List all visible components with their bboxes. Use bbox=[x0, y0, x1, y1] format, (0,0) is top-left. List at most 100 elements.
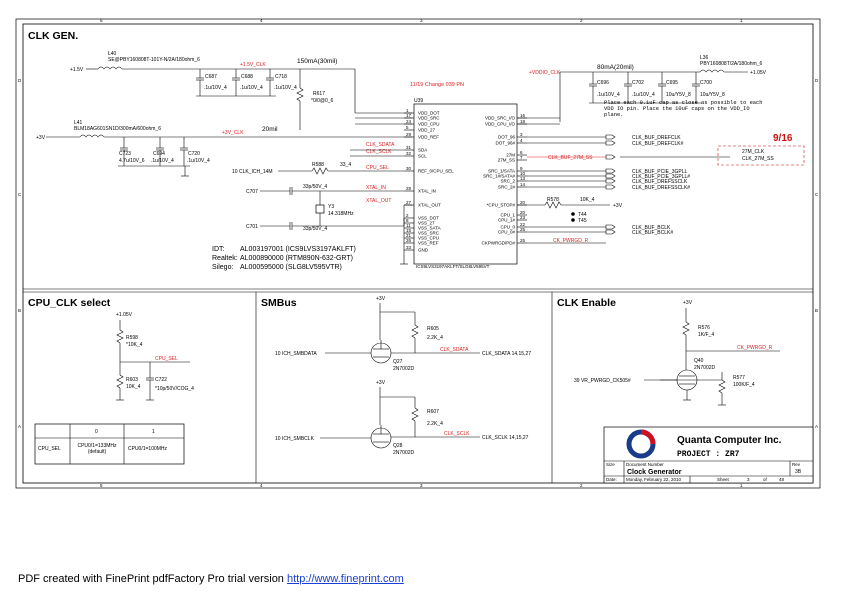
resistor-r576: R576 1K/F_4 bbox=[682, 321, 714, 338]
u39-pin-label: VSS_27 bbox=[418, 221, 435, 226]
svg-text:Silego:: Silego: bbox=[212, 264, 233, 271]
chip-u39-ref: U39 bbox=[414, 98, 423, 104]
net-clk-sclk-smbus: CLK_SCLK bbox=[444, 431, 470, 437]
u39-pin-label: VDD_CPU bbox=[418, 122, 440, 127]
u39-pin-label: VSS_DOT bbox=[418, 216, 439, 221]
u39-pin-label: XTAL_OUT bbox=[418, 203, 441, 208]
net-label: CLK_BUF_DREFCLK bbox=[632, 135, 681, 141]
cpu-sel-table: 0 1 CPU_SEL CPU0/1=133MHz (default) CPU0… bbox=[34, 423, 185, 465]
svg-text:4: 4 bbox=[260, 18, 263, 23]
cap-placement-note: Place each 0.1uF cap as close as possibl… bbox=[604, 100, 763, 119]
resistor-r607: R607 2.2K_4 bbox=[411, 407, 443, 427]
svg-text:1K/F_4: 1K/F_4 bbox=[698, 332, 714, 338]
svg-text:Realtek:: Realtek: bbox=[212, 255, 238, 262]
svg-text:2.2K_4: 2.2K_4 bbox=[427, 335, 443, 341]
resistor-r588-value: 33_4 bbox=[340, 162, 351, 168]
svg-text:2: 2 bbox=[580, 483, 583, 488]
svg-text:*10p/50V/COG_4: *10p/50V/COG_4 bbox=[155, 386, 194, 392]
crystal-y3: Y3 bbox=[328, 204, 334, 210]
net-clk-sdata-smbus: CLK_SDATA bbox=[440, 347, 469, 353]
svg-text:C687: C687 bbox=[205, 74, 217, 80]
u39-pin-number: 26 bbox=[406, 238, 412, 243]
mosfet-q40: Q40 2N7002D bbox=[676, 358, 716, 391]
net-vddio-clk: +VDDIO_CLK bbox=[529, 70, 561, 76]
u39-pin-label: VSS_CPU bbox=[418, 236, 439, 241]
svg-text:R605: R605 bbox=[427, 326, 439, 332]
u39-pin-label: DOT_96 bbox=[498, 135, 516, 140]
u39-pin-label: SRC_1/SATA bbox=[488, 169, 515, 174]
chip-u39-part: ICS9LVS3197AKLFT/SLG8LV595VT bbox=[416, 264, 490, 269]
resistor-r577: R577 100K/F_4 bbox=[660, 375, 755, 406]
svg-text:2.2K_4: 2.2K_4 bbox=[427, 421, 443, 427]
section-title-clk-enable: CLK Enable bbox=[557, 297, 616, 309]
rail-1v05-cpusel: +1.05V bbox=[116, 312, 133, 318]
svg-text:A: A bbox=[18, 424, 21, 429]
u39-pin-number: 4 bbox=[520, 138, 523, 143]
net-label: CLK_BUF_DREFCLK# bbox=[632, 141, 684, 147]
of-label: of bbox=[763, 477, 768, 482]
u39-pin-number: 32 bbox=[406, 151, 412, 156]
crystal-y3-value: 14.318MHz bbox=[328, 211, 354, 217]
u39-pin-label: VSS_REF bbox=[418, 241, 439, 246]
svg-text:B: B bbox=[815, 308, 818, 313]
svg-text:C723: C723 bbox=[119, 151, 131, 157]
u39-pin-label: VDD_SRC bbox=[418, 116, 440, 121]
svg-text:C702: C702 bbox=[632, 80, 644, 86]
u39-pin-label: REF_0/CPU_SEL bbox=[418, 169, 454, 174]
footer-link[interactable]: http://www.fineprint.com bbox=[286, 573, 404, 585]
svg-text:Q28: Q28 bbox=[393, 443, 403, 449]
u39-pin-label: SCL bbox=[418, 154, 427, 159]
rail-1v05: +1.05V bbox=[750, 70, 767, 76]
resistor-r578-value: 10K_4 bbox=[580, 197, 595, 203]
u39-pin-label: CPU_1 bbox=[500, 213, 515, 218]
resistor-r617: R617 *0/0@0_6 bbox=[296, 69, 334, 130]
u39-pin-number: 33 bbox=[406, 245, 412, 250]
chip-u39-right-pins: 16VDD_SRC_I/O18VDD_CPU_I/O3DOT_964DOT_96… bbox=[481, 113, 527, 246]
svg-text:C: C bbox=[815, 192, 819, 197]
u39-pin-number: 1 bbox=[406, 108, 409, 113]
u39-pin-label: VSS_SRC bbox=[418, 231, 440, 236]
rail-3v-smbus-2: +3V bbox=[376, 380, 386, 386]
svg-text:.1u/10V_4: .1u/10V_4 bbox=[240, 85, 263, 91]
svg-text:C688: C688 bbox=[241, 74, 253, 80]
resistor-r603: R603 10K_4 bbox=[116, 374, 141, 390]
net-3v-clk: +3V_CLK bbox=[222, 130, 244, 136]
net-clk-sdata-left: CLK_SDATA bbox=[366, 142, 395, 148]
svg-text:*10K_4: *10K_4 bbox=[126, 342, 143, 348]
net-label: CLK_BUF_DREFSSCLK# bbox=[632, 185, 690, 191]
mil-20: 20mil bbox=[262, 126, 278, 133]
u39-pin-label: SRC_2# bbox=[498, 185, 516, 190]
inductor-l40: L40 bbox=[108, 51, 117, 57]
u39-pin-number: 15 bbox=[406, 228, 412, 233]
net-1v5-clk: +1.5V_CLK bbox=[240, 62, 266, 68]
u39-pin-number: 2 bbox=[406, 213, 409, 218]
section-title-cpu-clk-select: CPU_CLK select bbox=[28, 297, 111, 309]
cap-c701: C701 bbox=[246, 224, 258, 230]
net-xtal-in: XTAL_IN bbox=[366, 185, 386, 191]
svg-text:IDT:: IDT: bbox=[212, 246, 225, 253]
svg-text:D: D bbox=[18, 78, 22, 83]
svg-text:5: 5 bbox=[100, 18, 103, 23]
u39-pin-number: 31 bbox=[406, 145, 412, 150]
svg-text:3: 3 bbox=[420, 483, 423, 488]
rail-3v: +3V bbox=[36, 135, 46, 141]
red-dashed-box bbox=[717, 145, 805, 166]
cap-c688: C688 .1u/10V_4 bbox=[232, 69, 263, 96]
cap-c701-value: 33p/50V_4 bbox=[303, 226, 327, 232]
net-clk-sclk-left: CLK_SCLK bbox=[366, 149, 392, 155]
u39-pin-number: 29 bbox=[406, 132, 412, 137]
svg-text:5: 5 bbox=[100, 483, 103, 488]
u39-pin-label: *CPU_STOP# bbox=[487, 203, 516, 208]
smbus-input-clk: 10 ICH_SMBCLK bbox=[275, 436, 315, 442]
u39-pin-number: 17 bbox=[406, 113, 412, 118]
clken-input: 39 VR_PWRGD_CK505# bbox=[574, 378, 631, 384]
cap-c687: C687.1u/10V_4 bbox=[196, 69, 227, 96]
date-value: Monday, February 22, 2010 bbox=[626, 477, 681, 482]
inductor-l36-value: PBY160808T/2A/180ohm_6 bbox=[700, 61, 762, 67]
svg-text:Q27: Q27 bbox=[393, 359, 403, 365]
svg-text:1: 1 bbox=[740, 483, 743, 488]
u39-pin-label: VDD_27 bbox=[418, 128, 436, 133]
u39-pin-label: VDD_REF bbox=[418, 135, 439, 140]
net-label: CLK_BUF_BCLK# bbox=[632, 230, 673, 236]
